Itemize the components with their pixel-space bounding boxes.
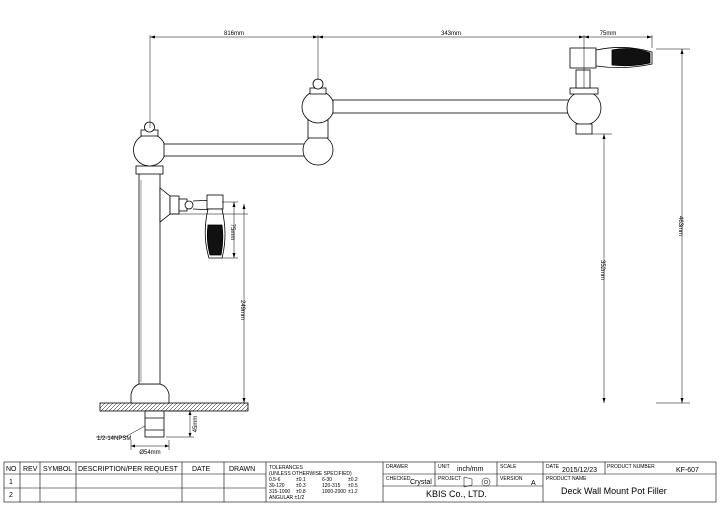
shank [144,410,165,438]
tolerance-title: TOLERANCES [269,465,303,471]
tol-row3-c: 1000-2000 [322,489,346,495]
dim-height-spout: 352mm [599,260,605,280]
dimension-lines [96,35,690,450]
tolerance-subtitle: (UNLESS OTHERWISE SPECIFIED) [269,471,352,477]
tol-row2-c: 120-315 [322,483,341,489]
product-name-label: PRODUCT NAME [546,476,587,482]
date-value: 2015/12/23 [562,467,597,474]
dim-height-right: 463mm [677,216,683,236]
product-number-label: PRODUCT NUMBER [607,464,655,470]
faucet-drawing [99,47,653,438]
tol-row1-a: 0.5-6 [269,477,281,483]
tol-angular: ANGULAR ±1/2 [269,495,304,501]
project-label: PROJECT [438,476,461,482]
checked-label: CHECKED [386,476,411,482]
unit-value: inch/mm [457,466,484,473]
dim-top-mid: 343mm [441,31,461,37]
version-label: VERSION [500,476,523,482]
dim-handle: 75mm [229,224,235,241]
product-number-value: KF-607 [676,467,699,474]
rev-header-rev: REV [23,466,38,473]
deck-surface [99,402,249,412]
rev-header-no: NO [6,466,17,473]
tol-row1-d: ±0.2 [348,477,358,483]
scale-label: SCALE [500,464,517,470]
drawer-label: DRAWER [386,464,408,470]
dim-base-dia: Ø54mm [139,450,160,456]
title-block [3,461,717,503]
title-block-info: DRAWER UNIT inch/mm SCALE DATE 2015/12/2… [386,464,699,499]
dim-shank: 45mm [193,416,199,433]
rev-header-date: DATE [192,466,210,473]
dim-top-left: 816mm [224,31,244,37]
tol-row3-d: ±1.2 [348,489,358,495]
tol-row2-b: ±0.3 [296,483,306,489]
tol-row2-d: ±0.5 [348,483,358,489]
spout-ball [566,90,602,126]
middle-upper-ball [301,90,335,124]
tolerances-block: TOLERANCES (UNLESS OTHERWISE SPECIFIED) … [269,465,358,501]
dim-height-valve: 249mm [239,300,245,320]
unit-label: UNIT [438,464,450,470]
upper-swing-arm [332,99,572,114]
rev-header-description: DESCRIPTION/PER REQUEST [78,466,179,473]
rev-header-drawn: DRAWN [229,466,255,473]
tol-row3-a: 315-1000 [269,489,290,495]
checked-value: Crystal [410,479,432,486]
projection-symbol-icon [463,476,491,488]
revision-table: NO REV SYMBOL DESCRIPTION/PER REQUEST DA… [6,466,255,499]
tol-row3-b: ±0.8 [296,489,306,495]
main-column [138,171,161,385]
dim-thread: 1/2-14NPSM [97,436,131,442]
dimension-labels: 816mm 343mm 75mm 463mm 352mm 249mm 75mm … [97,31,683,456]
rev-row-2-no: 2 [9,492,13,499]
rev-header-symbol: SYMBOL [43,466,72,473]
tol-row2-a: 30-120 [269,483,285,489]
date-label: DATE [546,464,560,470]
version-value: A [531,480,536,487]
product-name-value: Deck Wall Mount Pot Filler [561,486,667,496]
dimension-arrows [131,35,684,448]
lower-swing-arm [163,143,307,157]
valve-body [159,187,171,223]
middle-lower-ball [302,134,334,166]
rev-row-1-no: 1 [9,479,13,486]
dim-top-right: 75mm [600,31,617,37]
tol-row1-c: 6-30 [322,477,332,483]
tol-row1-b: ±0.1 [296,477,306,483]
company-name: KBIS Co., LTD. [426,489,487,499]
lower-ball-joint [133,133,166,167]
base-flange [130,383,170,404]
